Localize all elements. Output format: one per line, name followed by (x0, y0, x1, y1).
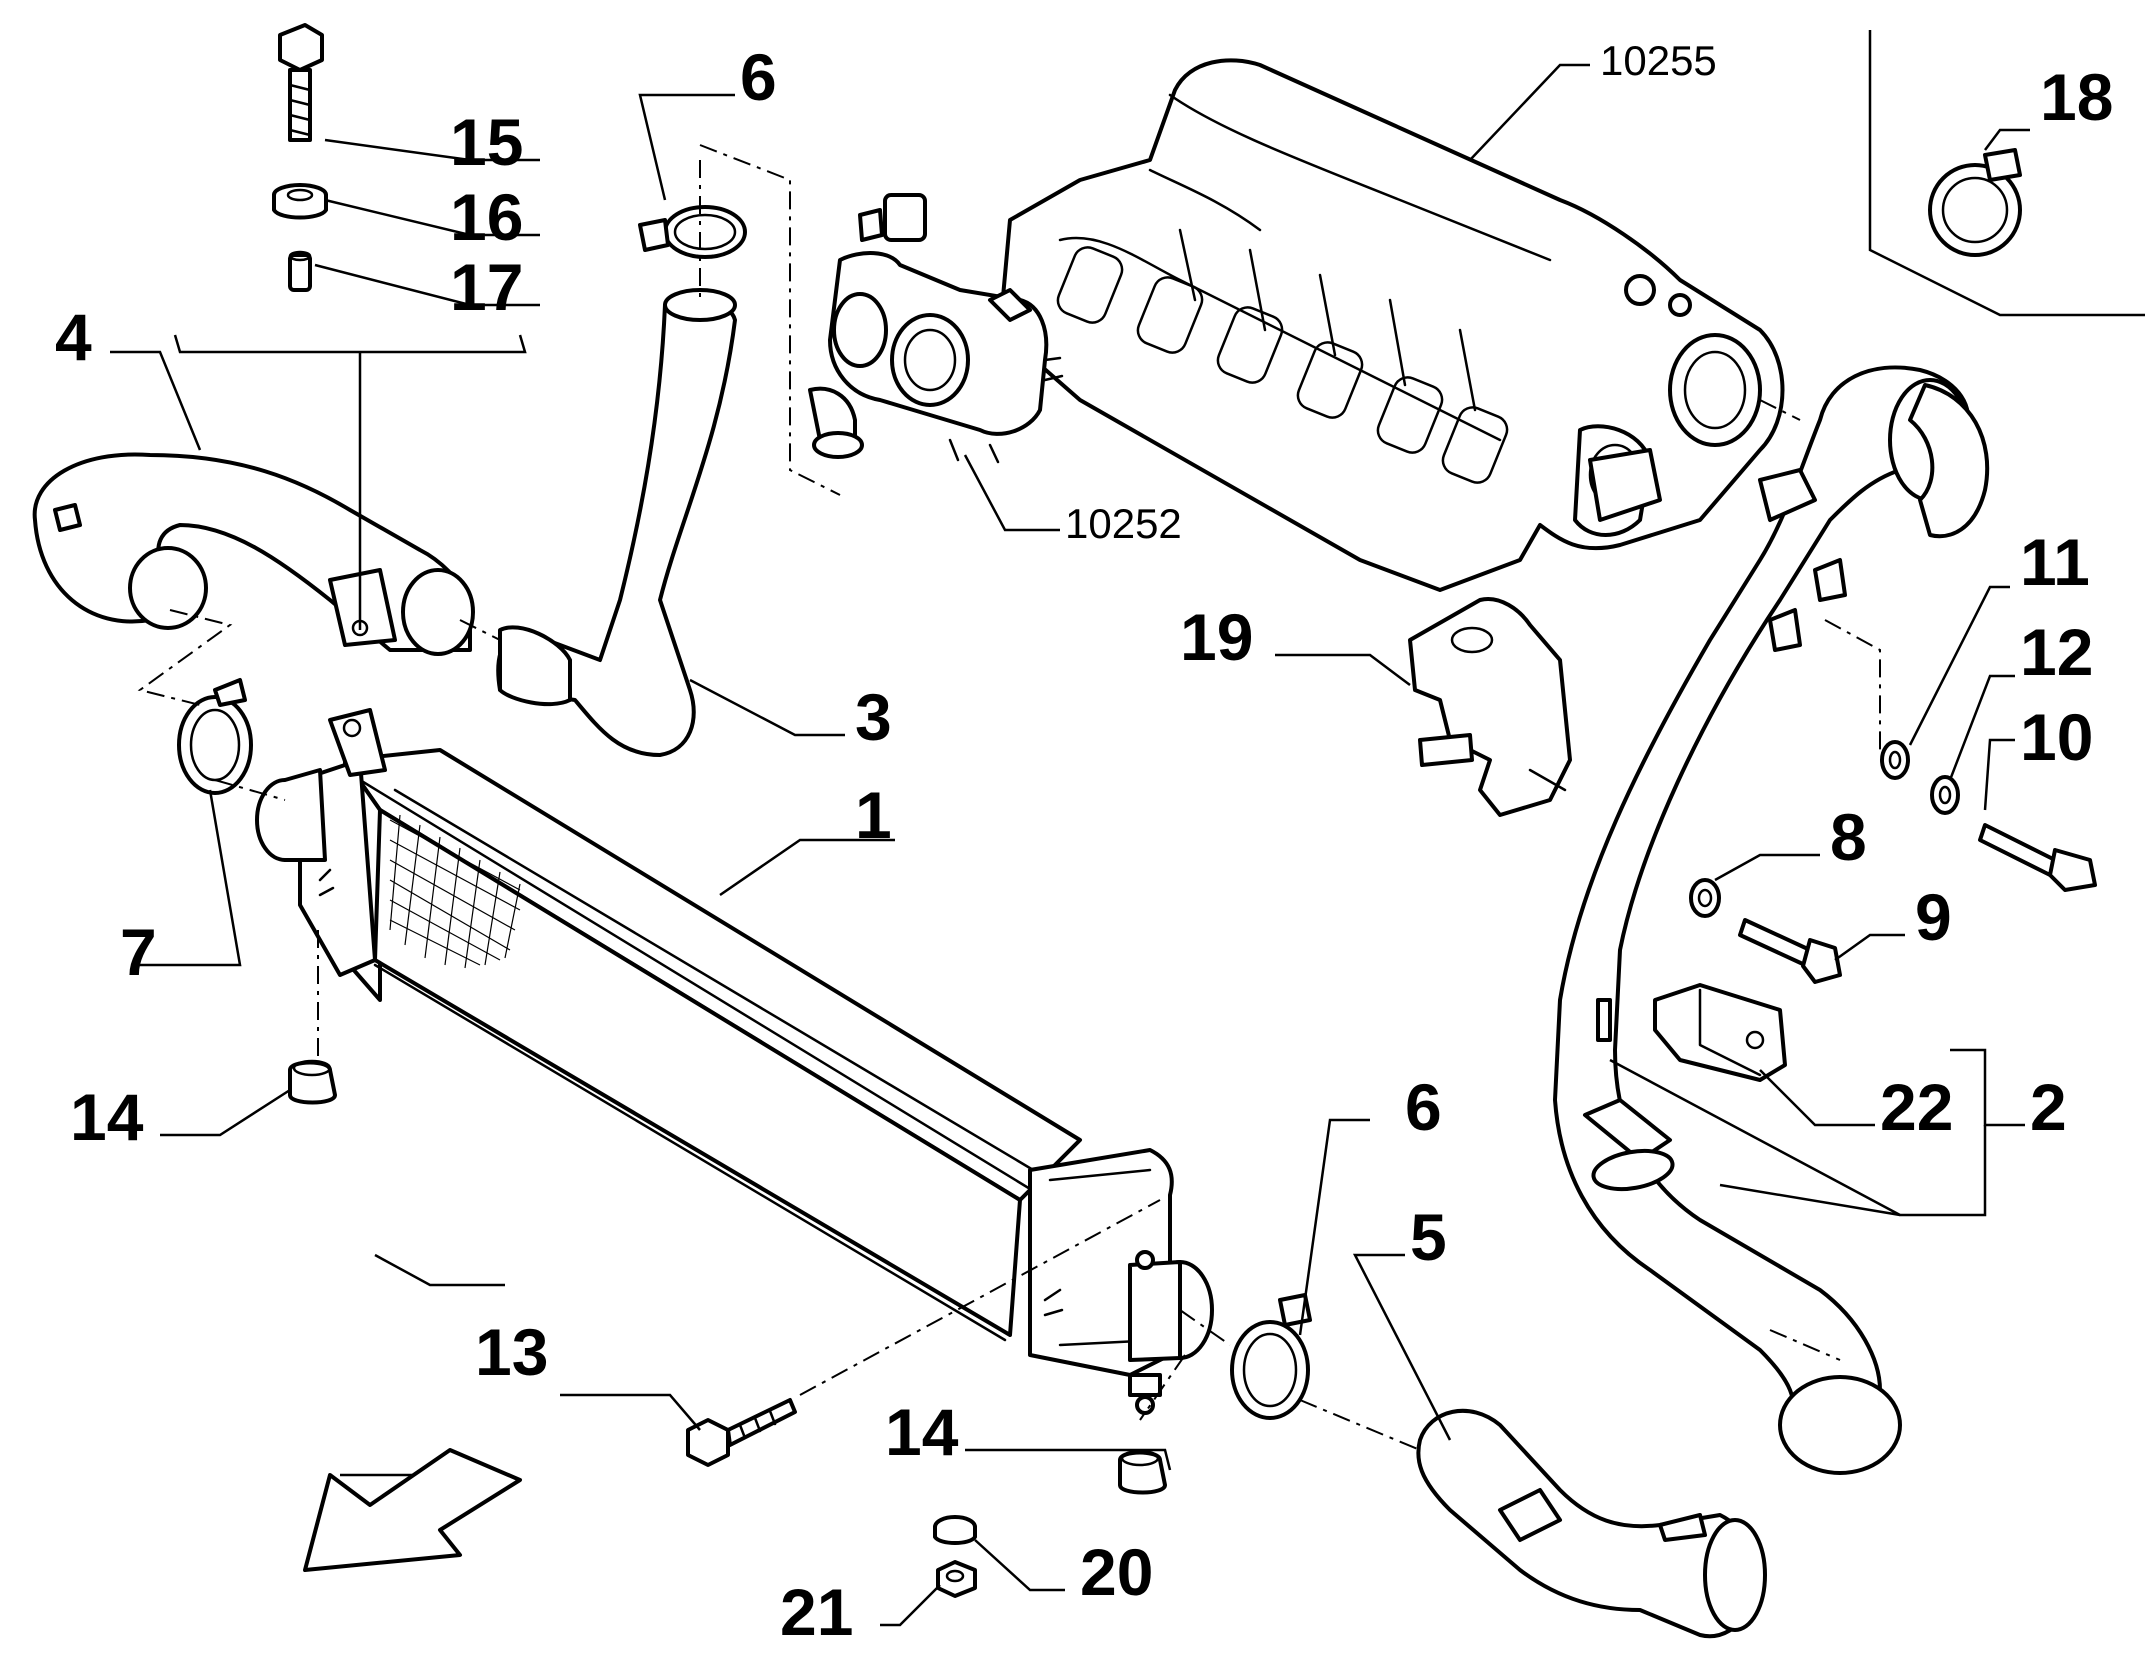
callout-17: 17 (450, 250, 523, 324)
assembly-centre-lines (137, 144, 1881, 1451)
reference-10255: 10255 (1600, 37, 1717, 84)
hose-3 (496, 288, 737, 757)
direction-arrow-icon (303, 1448, 522, 1572)
callout-22: 22 (1880, 1070, 1953, 1144)
grommet-14-bottom (1118, 1449, 1167, 1495)
callout-10: 10 (2020, 700, 2093, 774)
callout-18: 18 (2040, 60, 2113, 134)
callout-7: 7 (120, 915, 157, 989)
clamp-7 (177, 678, 253, 795)
callout-1: 1 (855, 778, 892, 852)
washer-11 (1880, 740, 1910, 780)
callout-labels: 1 2 3 4 5 6 6 7 8 9 10 11 12 13 14 14 15… (55, 40, 2113, 1649)
hose-2 (1553, 365, 1990, 1475)
callout-5: 5 (1410, 1200, 1447, 1274)
clamp-6-top (638, 205, 747, 259)
callout-12: 12 (2020, 615, 2093, 689)
throttle-body (808, 193, 1064, 464)
washer-20 (933, 1515, 977, 1545)
grommet-14-left (288, 1059, 337, 1105)
washer-8 (1689, 878, 1721, 918)
callout-19: 19 (1180, 600, 1253, 674)
leader-lines (110, 30, 2145, 1627)
clamp-6-bottom (1230, 1293, 1312, 1420)
intercooler (255, 708, 1214, 1415)
reference-labels: 10252 10255 (1065, 37, 1717, 547)
bracket-19 (1408, 597, 1572, 817)
reference-10252: 10252 (1065, 500, 1182, 547)
callout-3: 3 (855, 680, 892, 754)
sensor-22 (1653, 983, 1787, 1082)
callout-2: 2 (2030, 1070, 2067, 1144)
clamp-on-hose-2 (1591, 1148, 1675, 1192)
callout-14-bottom: 14 (885, 1395, 959, 1469)
callout-11: 11 (2020, 525, 2090, 599)
callout-20: 20 (1080, 1535, 1153, 1609)
callout-4: 4 (55, 300, 92, 374)
hose-4 (32, 452, 475, 656)
clamp-18 (1928, 148, 2022, 257)
screw-13 (686, 1398, 797, 1467)
callout-14-left: 14 (70, 1080, 144, 1154)
callout-6-bottom: 6 (1405, 1070, 1442, 1144)
callout-21: 21 (780, 1575, 853, 1649)
bushing-16 (272, 183, 328, 220)
callout-6-top: 6 (740, 40, 777, 114)
bolt-10 (1978, 823, 2097, 892)
callout-15: 15 (450, 105, 523, 179)
callout-9: 9 (1915, 880, 1952, 954)
callout-8: 8 (1830, 800, 1867, 874)
washer-12 (1930, 775, 1960, 815)
nut-21 (936, 1560, 977, 1598)
bolt-15 (278, 23, 324, 142)
bolt-9 (1738, 918, 1842, 984)
intake-manifold (998, 58, 1785, 592)
callout-16: 16 (450, 180, 523, 254)
hose-5 (1416, 1408, 1767, 1639)
callout-13: 13 (475, 1315, 548, 1389)
spacer-17 (288, 250, 312, 292)
